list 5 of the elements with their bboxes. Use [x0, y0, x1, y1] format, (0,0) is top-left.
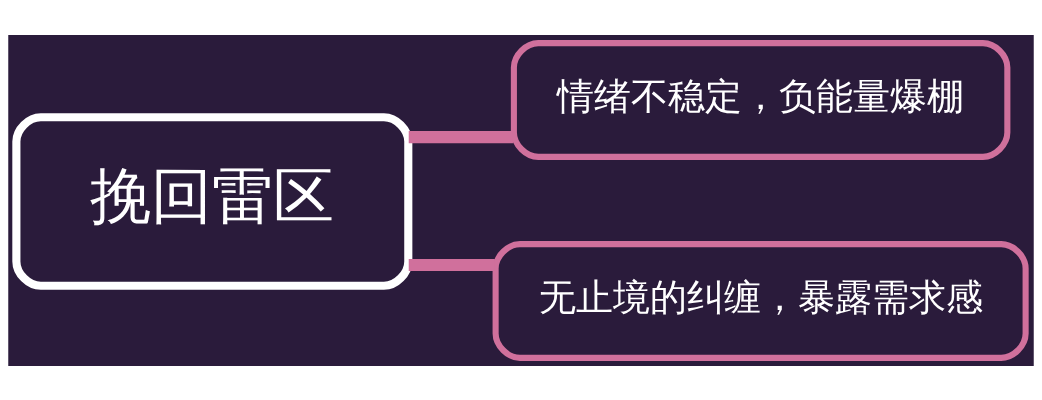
- connector: [408, 130, 513, 143]
- node-box: 无止境的纠缠，暴露需求感: [492, 240, 1029, 361]
- node-box: 情绪不稳定，负能量爆棚: [510, 39, 1011, 160]
- node-box: 挽回雷区: [12, 112, 413, 290]
- connector: [408, 258, 495, 271]
